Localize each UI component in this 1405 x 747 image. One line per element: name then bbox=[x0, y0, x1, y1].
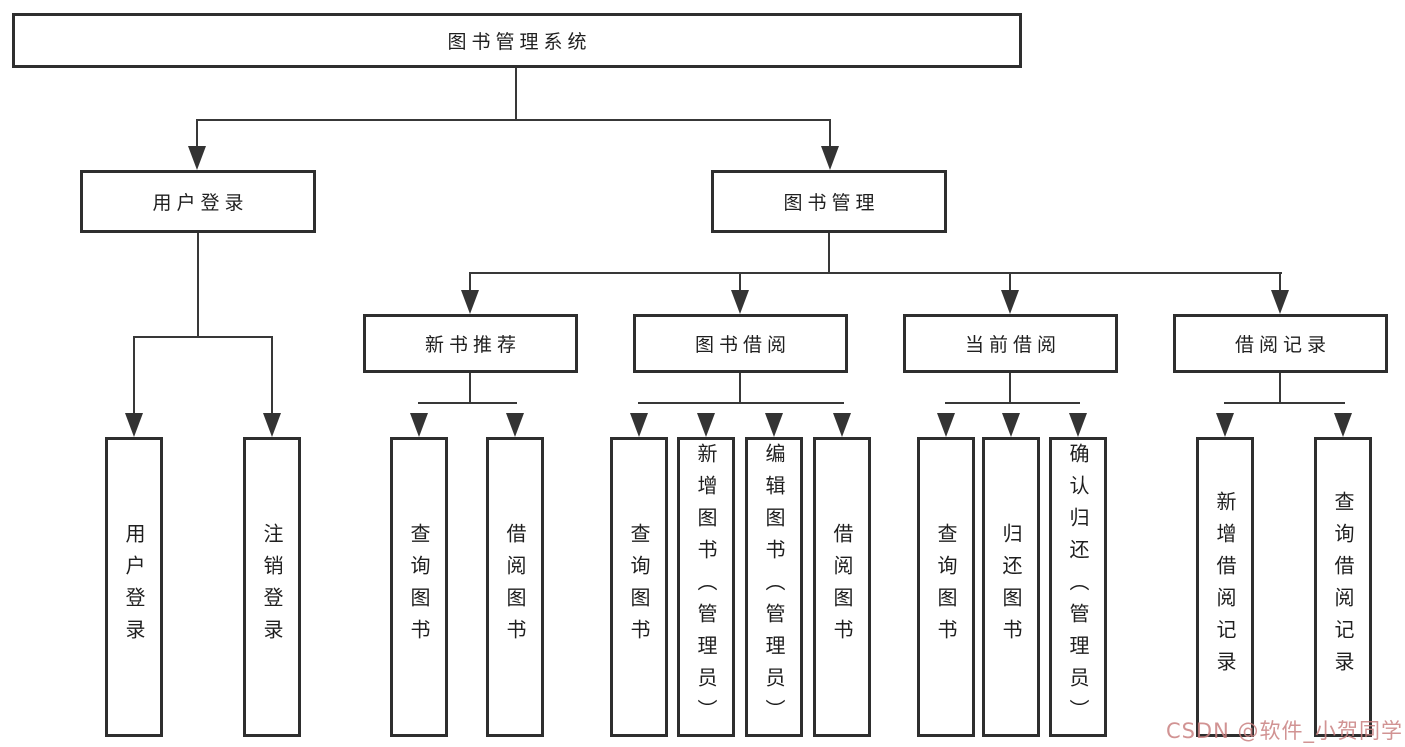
node-user-login: 用户登录 bbox=[80, 170, 316, 233]
leaf-borrow-books: 借阅图书 bbox=[813, 437, 871, 737]
leaf-add-books-admin: 新增图书（管理员） bbox=[677, 437, 735, 737]
leaf-query-borrow-record: 查询借阅记录 bbox=[1314, 437, 1372, 737]
arrowhead-down-icon bbox=[125, 413, 143, 437]
connector-line bbox=[197, 233, 199, 338]
connector-line bbox=[828, 233, 830, 274]
connector-line bbox=[469, 272, 471, 294]
arrowhead-down-icon bbox=[630, 413, 648, 437]
leaf-borrow-books: 借阅图书 bbox=[486, 437, 544, 737]
leaf-label: 注销登录 bbox=[260, 523, 284, 651]
leaf-label: 查询图书 bbox=[407, 523, 431, 651]
connector-line bbox=[945, 402, 1080, 404]
connector-line bbox=[1009, 272, 1011, 294]
node-new-book-recommend: 新书推荐 bbox=[363, 314, 578, 373]
node-book-management: 图书管理 bbox=[711, 170, 947, 233]
arrowhead-down-icon bbox=[1002, 413, 1020, 437]
connector-line bbox=[739, 272, 741, 294]
connector-line bbox=[271, 336, 273, 416]
connector-line bbox=[1279, 272, 1281, 294]
connector-line bbox=[469, 272, 1282, 274]
arrowhead-down-icon bbox=[731, 290, 749, 314]
leaf-add-borrow-record: 新增借阅记录 bbox=[1196, 437, 1254, 737]
connector-line bbox=[196, 119, 831, 121]
leaf-logout: 注销登录 bbox=[243, 437, 301, 737]
leaf-query-books: 查询图书 bbox=[917, 437, 975, 737]
arrowhead-down-icon bbox=[263, 413, 281, 437]
connector-line bbox=[1009, 373, 1011, 404]
leaf-edit-books-admin: 编辑图书（管理员） bbox=[745, 437, 803, 737]
leaf-label: 确认归还（管理员） bbox=[1066, 443, 1090, 731]
connector-line bbox=[515, 68, 517, 121]
arrowhead-down-icon bbox=[1271, 290, 1289, 314]
arrowhead-down-icon bbox=[697, 413, 715, 437]
connector-line bbox=[133, 336, 273, 338]
connector-line bbox=[829, 119, 831, 150]
leaf-label: 查询图书 bbox=[934, 523, 958, 651]
arrowhead-down-icon bbox=[1001, 290, 1019, 314]
arrowhead-down-icon bbox=[1069, 413, 1087, 437]
leaf-query-books: 查询图书 bbox=[610, 437, 668, 737]
connector-line bbox=[1224, 402, 1345, 404]
node-borrowing-records: 借阅记录 bbox=[1173, 314, 1388, 373]
arrowhead-down-icon bbox=[833, 413, 851, 437]
arrowhead-down-icon bbox=[188, 146, 206, 170]
leaf-label: 归还图书 bbox=[999, 523, 1023, 651]
leaf-label: 查询借阅记录 bbox=[1331, 491, 1355, 683]
leaf-query-books: 查询图书 bbox=[390, 437, 448, 737]
connector-line bbox=[1279, 373, 1281, 404]
arrowhead-down-icon bbox=[410, 413, 428, 437]
arrowhead-down-icon bbox=[506, 413, 524, 437]
node-library-system: 图书管理系统 bbox=[12, 13, 1022, 68]
node-book-borrowing: 图书借阅 bbox=[633, 314, 848, 373]
connector-line bbox=[418, 402, 517, 404]
arrowhead-down-icon bbox=[1334, 413, 1352, 437]
arrowhead-down-icon bbox=[821, 146, 839, 170]
leaf-label: 查询图书 bbox=[627, 523, 651, 651]
connector-line bbox=[196, 119, 198, 150]
connector-line bbox=[638, 402, 844, 404]
connector-line bbox=[133, 336, 135, 416]
leaf-return-books: 归还图书 bbox=[982, 437, 1040, 737]
arrowhead-down-icon bbox=[937, 413, 955, 437]
arrowhead-down-icon bbox=[461, 290, 479, 314]
connector-line bbox=[739, 373, 741, 404]
node-current-borrowing: 当前借阅 bbox=[903, 314, 1118, 373]
leaf-confirm-return-admin: 确认归还（管理员） bbox=[1049, 437, 1107, 737]
leaf-label: 借阅图书 bbox=[830, 523, 854, 651]
arrowhead-down-icon bbox=[765, 413, 783, 437]
leaf-label: 用户登录 bbox=[122, 523, 146, 651]
leaf-label: 编辑图书（管理员） bbox=[762, 443, 786, 731]
connector-line bbox=[469, 373, 471, 404]
leaf-user-login: 用户登录 bbox=[105, 437, 163, 737]
leaf-label: 新增图书（管理员） bbox=[694, 443, 718, 731]
csdn-watermark: CSDN @软件_小贺同学 bbox=[1165, 719, 1403, 743]
leaf-label: 借阅图书 bbox=[503, 523, 527, 651]
leaf-label: 新增借阅记录 bbox=[1213, 491, 1237, 683]
arrowhead-down-icon bbox=[1216, 413, 1234, 437]
